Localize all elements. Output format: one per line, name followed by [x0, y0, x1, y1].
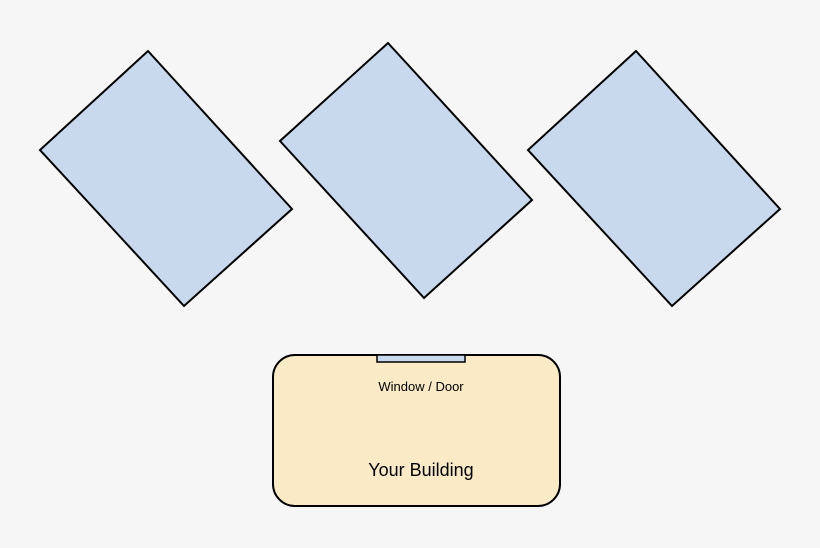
building-label: Your Building: [368, 460, 473, 480]
angled-space-left: [38, 49, 294, 308]
angled-space-right: [526, 49, 782, 308]
building: [272, 354, 561, 507]
angled-space-middle: [278, 41, 534, 300]
window-door-label: Window / Door: [378, 379, 464, 394]
window-door-marker: [376, 354, 466, 363]
